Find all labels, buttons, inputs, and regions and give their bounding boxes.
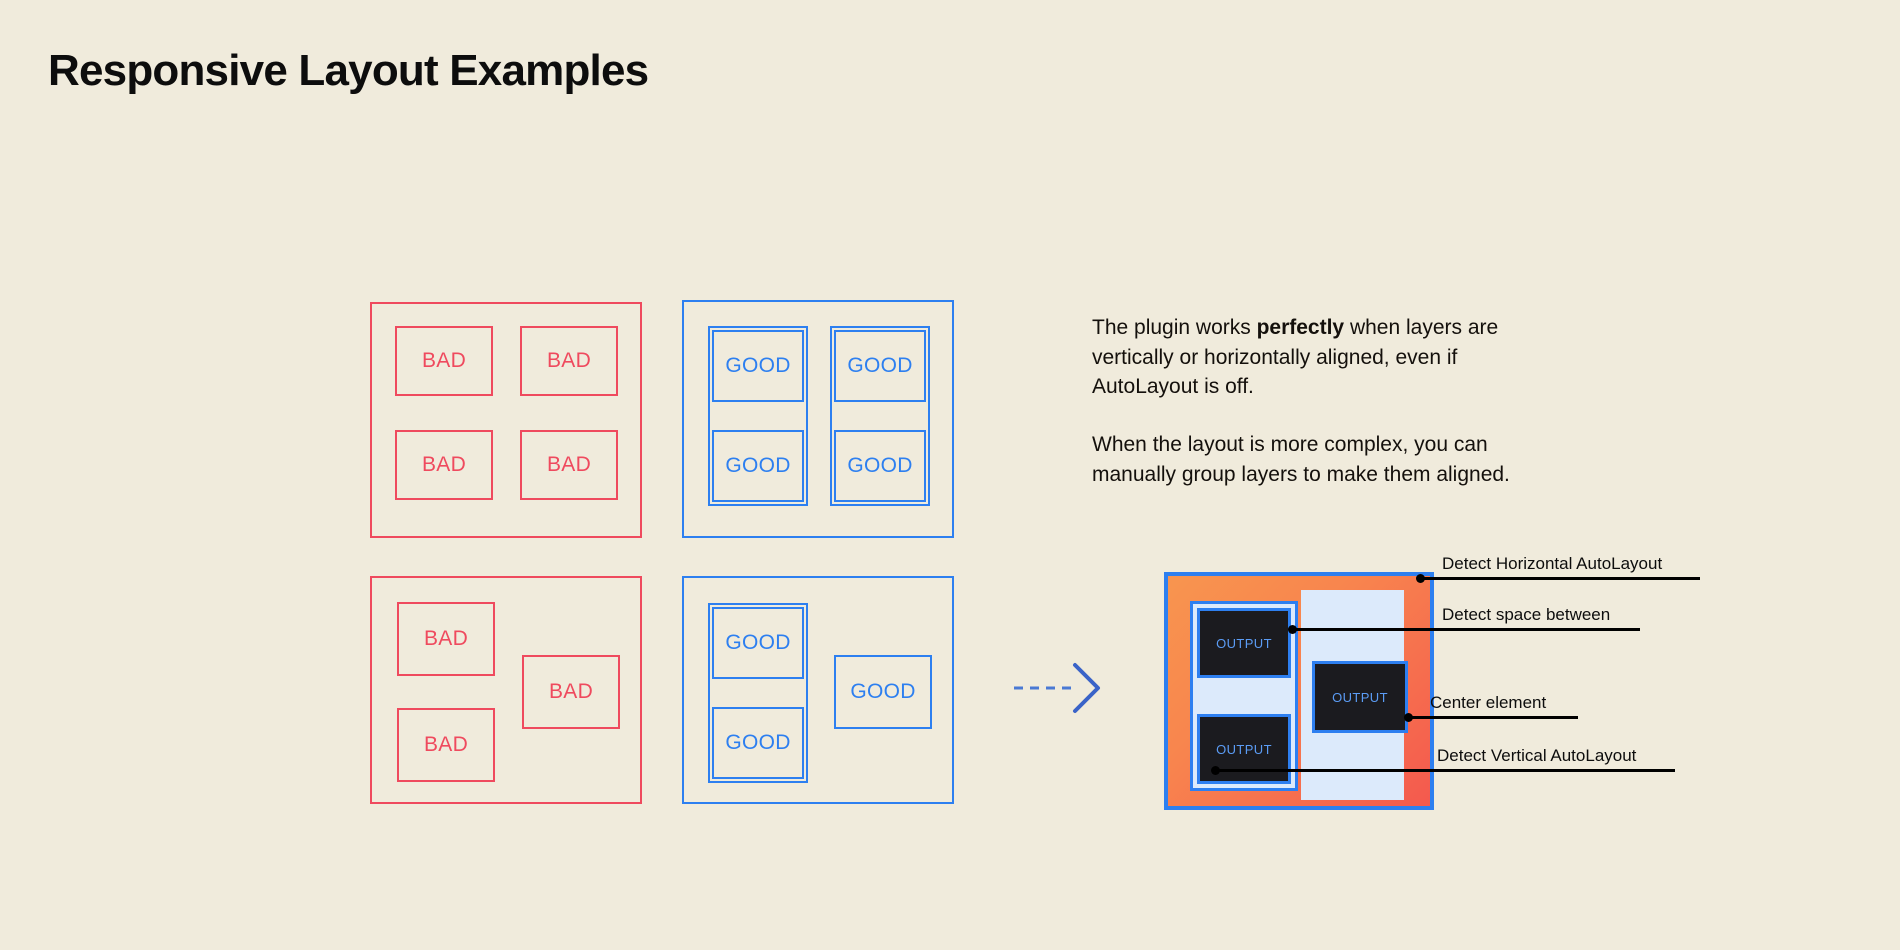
- callout-label: Center element: [1430, 693, 1547, 712]
- callout-label: Detect Vertical AutoLayout: [1437, 746, 1637, 765]
- description-paragraph-2: When the layout is more complex, you can…: [1092, 433, 1510, 486]
- example-group-good-complex: GOOD GOOD GOOD: [682, 576, 954, 804]
- example-cell-good: GOOD: [834, 330, 926, 402]
- example-cell-good: GOOD: [712, 330, 804, 402]
- example-group-good-grid: GOOD GOOD GOOD GOOD: [682, 300, 954, 538]
- layer-group-wrapper: GOOD GOOD: [708, 326, 808, 506]
- example-cell-good: GOOD: [712, 430, 804, 502]
- paragraph-1-emphasis: perfectly: [1256, 316, 1345, 339]
- example-cell-bad: BAD: [395, 326, 493, 396]
- description-paragraph-1: The plugin works perfectly when layers a…: [1092, 313, 1552, 402]
- page-title: Responsive Layout Examples: [48, 46, 649, 95]
- callout-rule: [1408, 716, 1578, 719]
- output-box: OUTPUT: [1312, 661, 1408, 733]
- layer-group-wrapper: GOOD GOOD: [708, 603, 808, 783]
- example-cell-good: GOOD: [712, 707, 804, 779]
- plugin-detection-diagram: OUTPUT OUTPUT OUTPUT: [1164, 572, 1434, 810]
- paragraph-1-after: when layers are vertically or horizontal…: [1092, 316, 1499, 398]
- paragraph-1-before: The plugin works: [1092, 316, 1257, 339]
- example-cell-good: GOOD: [834, 430, 926, 502]
- dashed-arrow-right-icon: [1014, 663, 1100, 713]
- output-box: OUTPUT: [1197, 714, 1291, 784]
- callout-label: Detect Horizontal AutoLayout: [1442, 554, 1663, 573]
- callout-rule: [1420, 577, 1700, 580]
- example-cell-good: GOOD: [834, 655, 932, 729]
- example-cell-bad: BAD: [520, 326, 618, 396]
- callout-label: Detect space between: [1442, 605, 1611, 624]
- example-cell-bad: BAD: [395, 430, 493, 500]
- example-cell-good: GOOD: [712, 607, 804, 679]
- example-cell-bad: BAD: [397, 708, 495, 782]
- example-cell-bad: BAD: [397, 602, 495, 676]
- example-cell-bad: BAD: [520, 430, 618, 500]
- output-box: OUTPUT: [1197, 608, 1291, 678]
- example-group-bad-grid: BAD BAD BAD BAD: [370, 302, 642, 538]
- example-cell-bad: BAD: [522, 655, 620, 729]
- callout-rule: [1215, 769, 1675, 772]
- callout-rule: [1292, 628, 1640, 631]
- layer-group-wrapper: GOOD GOOD: [830, 326, 930, 506]
- example-group-bad-complex: BAD BAD BAD: [370, 576, 642, 804]
